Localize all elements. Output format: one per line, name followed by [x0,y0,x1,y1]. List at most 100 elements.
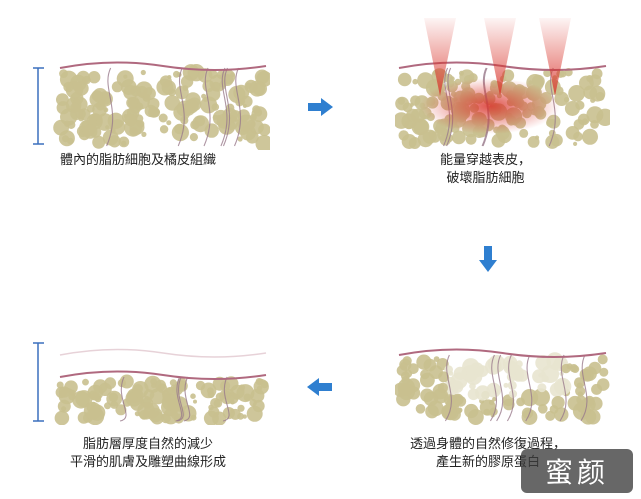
fat-cell [437,382,448,393]
fat-cell [462,358,480,376]
fat-cell [464,403,479,419]
fat-cell [596,113,603,121]
fat-cell [573,119,585,130]
tissue-panel-initial [30,40,270,150]
heat-zone [420,78,560,134]
fat-cell [422,129,437,144]
fat-cell [150,378,157,385]
collagen-fiber [496,354,504,422]
collagen-fiber [119,376,127,422]
fat-cell [420,372,435,388]
fat-cell [91,401,96,407]
fat-cell [254,69,270,85]
collagen-fiber [525,354,533,422]
fat-cell [411,118,429,136]
fat-cell [230,400,235,405]
tissue-panel-energy [395,18,610,150]
collagen-fiber [220,67,228,147]
energy-beam [539,18,571,96]
fat-cell [228,85,246,103]
fat-cell [171,124,189,142]
skin-surface-line [59,370,267,380]
fat-cell [243,393,252,402]
fat-cell [54,410,70,425]
reduced-fat-illustration [33,342,269,425]
collagen-fiber [177,67,185,147]
fat-cell [193,399,197,404]
fat-cell [503,398,515,411]
fat-cell [159,125,169,134]
fat-cell [176,100,193,117]
fat-cell [103,107,109,113]
fat-cell [553,377,572,396]
step-4-caption: 脂肪層厚度自然的減少 平滑的肌膚及雕塑曲線形成 [70,436,226,472]
collagen-repair-illustration [395,348,610,425]
fat-cell [115,404,127,416]
fat-cell [417,72,434,89]
fat-cell [551,396,565,410]
collagen-fiber [203,67,211,147]
fat-cell [253,379,269,395]
fat-cell [476,365,489,377]
fat-cell [527,136,540,148]
fat-cell [507,380,517,390]
fat-cell [90,392,100,401]
fat-cell [89,404,106,421]
fat-cell [412,78,418,85]
fat-tissue-illustration [33,61,270,150]
step-3-line-2: 產生新的膠原蛋白 [436,455,541,470]
arrow-right-icon [306,97,334,121]
fat-cell [180,405,197,422]
fat-cell [535,355,551,371]
fat-cell [425,404,439,419]
fat-cell [251,106,268,122]
fat-cell [561,363,571,374]
skin-surface-line [398,348,607,358]
fat-cell [164,95,181,111]
step-4-line-2: 平滑的肌膚及雕塑曲線形成 [70,455,227,470]
fat-cell [545,410,556,421]
step-3-line-1: 透過身體的自然修復過程， [410,437,567,452]
fat-cell [465,133,477,145]
fat-cell [143,389,155,400]
step-3-caption: 透過身體的自然修復過程， 產生新的膠原蛋白 [410,436,566,472]
fat-cell [82,75,91,85]
fat-cell [141,131,147,137]
fat-cell [519,128,529,138]
fat-cell [489,399,495,406]
fat-cell [452,130,466,145]
fat-cell [399,358,412,371]
fat-cell [58,386,70,398]
fat-cell [56,101,70,115]
fat-cell [551,362,559,371]
fat-cell [249,80,266,97]
fat-cell [88,71,101,84]
fat-cell [91,90,103,102]
watermark-text: 蜜颜 [544,456,609,489]
fat-cell [397,97,405,105]
fat-cell [258,123,270,136]
fat-cell [110,400,119,409]
fat-cell [503,382,509,388]
fat-cell [82,124,98,139]
fat-cell [538,404,548,414]
fat-cell [415,404,426,414]
fat-cell [194,115,206,127]
fat-cell [398,130,409,141]
energy-beam [424,18,456,96]
fat-cell [109,119,126,135]
fat-cell [395,112,410,129]
fat-cell [469,382,476,390]
fat-cell [121,140,127,146]
fat-cell [541,375,549,383]
fat-cell [175,85,189,100]
fat-cell [491,133,506,148]
fat-cell [599,367,609,377]
fat-cell [255,134,270,150]
energy-treatment-illustration [395,18,610,149]
arrow-left-icon [306,377,334,401]
step-1-caption: 體內的脂肪細胞及橘皮組織 [60,152,216,170]
collagen-fiber [506,354,514,422]
fat-cell [438,371,450,383]
fat-cell [166,387,174,395]
